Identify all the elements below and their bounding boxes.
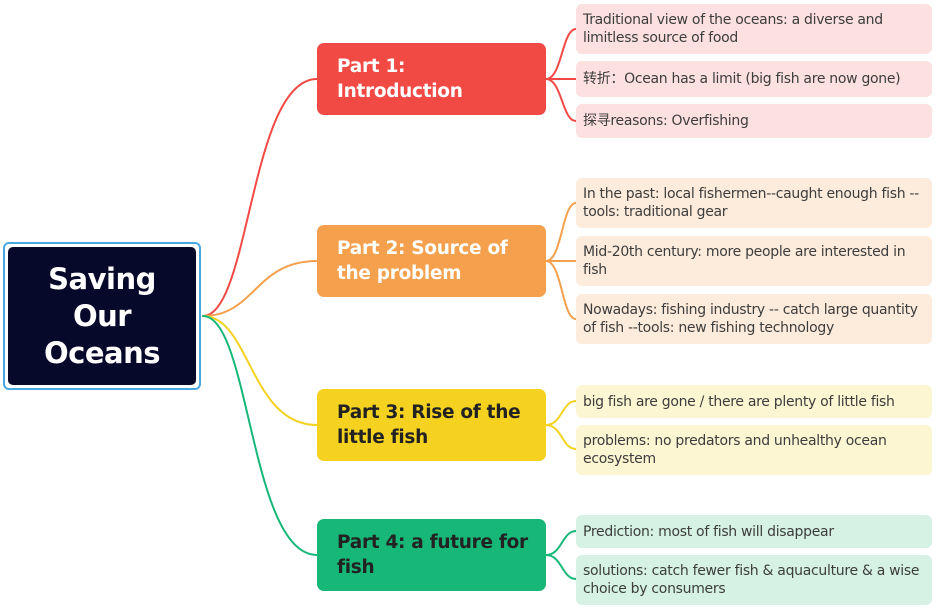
topic-part-3[interactable]: Part 3: Rise of the little fish xyxy=(317,389,546,461)
connector-root-part4 xyxy=(202,315,318,556)
subtopic-label: In the past: local fishermen--caught eno… xyxy=(583,186,919,220)
subtopic-label: solutions: catch fewer fish & aquacultur… xyxy=(583,563,920,597)
connector-part3-leaf1 xyxy=(545,400,577,426)
topic-part-1[interactable]: Part 1: Introduction xyxy=(317,43,546,115)
subtopic-label: big fish are gone / there are plenty of … xyxy=(583,393,895,410)
subtopic-part4-1[interactable]: Prediction: most of fish will disappear xyxy=(576,515,932,548)
subtopic-part2-1[interactable]: In the past: local fishermen--caught eno… xyxy=(576,178,932,228)
topic-part-3-label: Part 3: Rise of the little fish xyxy=(337,402,521,448)
subtopic-label: Mid-20th century: more people are intere… xyxy=(583,244,906,278)
subtopic-part3-2[interactable]: problems: no predators and unhealthy oce… xyxy=(576,425,932,475)
connector-part3-leaf2 xyxy=(545,424,577,450)
subtopic-part2-3[interactable]: Nowadays: fishing industry -- catch larg… xyxy=(576,294,932,344)
topic-part-1-label: Part 1: Introduction xyxy=(337,56,463,102)
connector-root-part2 xyxy=(202,260,318,317)
subtopic-label: 转折：Ocean has a limit (big fish are now g… xyxy=(583,71,901,87)
connector-root-part1 xyxy=(202,78,318,317)
subtopic-label: problems: no predators and unhealthy oce… xyxy=(583,433,887,467)
root-topic-box: Saving Our Oceans xyxy=(8,247,196,385)
connector-part2-leaf3 xyxy=(545,260,577,320)
subtopic-label: Prediction: most of fish will disappear xyxy=(583,523,834,540)
root-topic[interactable]: Saving Our Oceans xyxy=(3,242,201,390)
subtopic-part1-2[interactable]: 转折：Ocean has a limit (big fish are now g… xyxy=(576,61,932,97)
connector-part1-leaf3 xyxy=(545,78,577,122)
root-title: Saving Our Oceans xyxy=(44,261,161,370)
subtopic-part1-1[interactable]: Traditional view of the oceans: a divers… xyxy=(576,4,932,54)
subtopic-label: 探寻reasons: Overfishing xyxy=(583,113,749,129)
connector-part4-leaf2 xyxy=(545,554,577,580)
subtopic-part4-2[interactable]: solutions: catch fewer fish & aquacultur… xyxy=(576,555,932,605)
connector-part4-leaf1 xyxy=(545,530,577,556)
connector-root-part3 xyxy=(202,315,318,426)
topic-part-2-label: Part 2: Source of the problem xyxy=(337,238,508,284)
connector-part1-leaf1 xyxy=(545,28,577,80)
subtopic-part2-2[interactable]: Mid-20th century: more people are intere… xyxy=(576,236,932,286)
topic-part-4-label: Part 4: a future for fish xyxy=(337,532,528,578)
topic-part-2[interactable]: Part 2: Source of the problem xyxy=(317,225,546,297)
subtopic-part1-3[interactable]: 探寻reasons: Overfishing xyxy=(576,104,932,138)
topic-part-4[interactable]: Part 4: a future for fish xyxy=(317,519,546,591)
subtopic-label: Nowadays: fishing industry -- catch larg… xyxy=(583,302,918,336)
subtopic-part3-1[interactable]: big fish are gone / there are plenty of … xyxy=(576,385,932,418)
connector-part2-leaf1 xyxy=(545,202,577,262)
subtopic-label: Traditional view of the oceans: a divers… xyxy=(583,12,883,46)
